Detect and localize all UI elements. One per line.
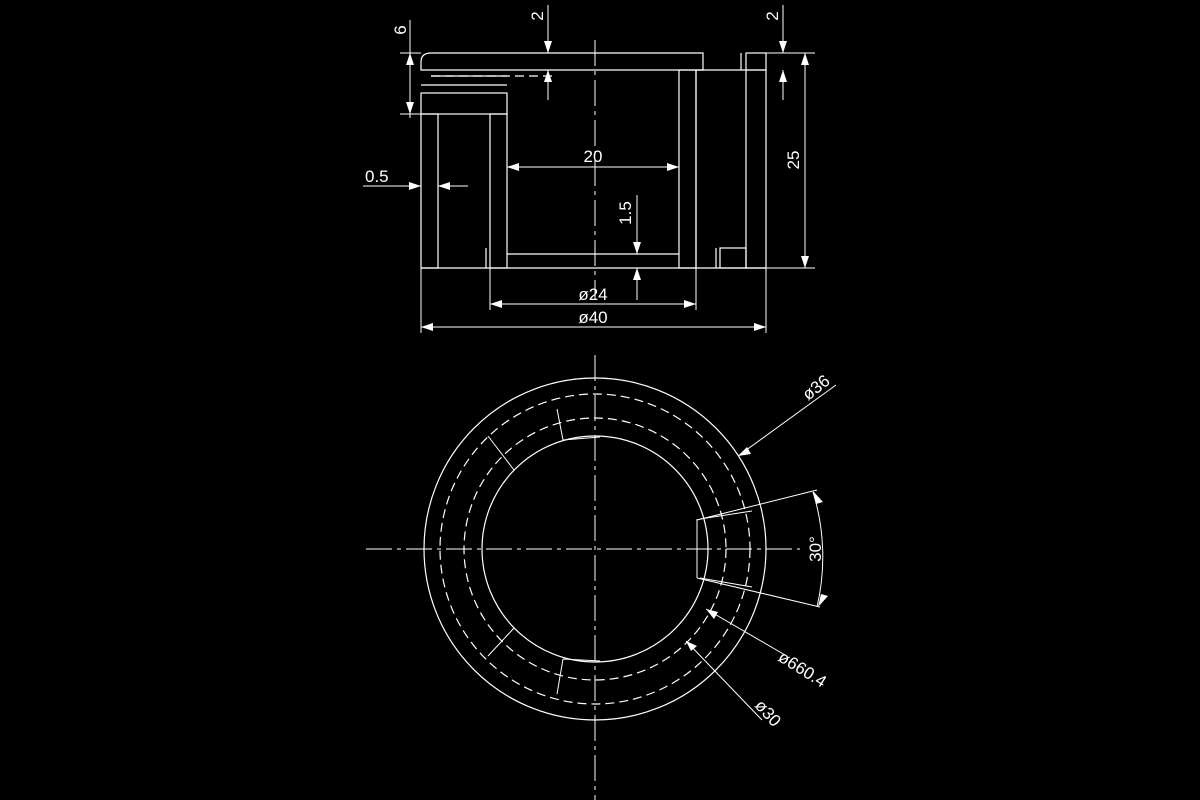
dim-height: 25 bbox=[766, 52, 815, 269]
dim-plan-outer: ø36 bbox=[737, 371, 837, 457]
dim-top-wall: 6 bbox=[391, 20, 421, 118]
dim-inner-diameter-text: ø24 bbox=[578, 285, 607, 304]
inner-circle bbox=[481, 435, 709, 663]
dim-cap-top: 2 bbox=[528, 5, 552, 100]
dim-inner-diameter: ø24 bbox=[489, 268, 697, 310]
dim-outer-diameter: ø40 bbox=[420, 268, 767, 333]
dim-angle-text: 30° bbox=[806, 536, 825, 562]
outer-circle bbox=[423, 377, 767, 721]
dim-bottom-wall: 1.5 bbox=[616, 195, 641, 300]
dim-top-wall-text: 6 bbox=[391, 25, 410, 34]
dim-gap-text: 0.5 bbox=[365, 167, 389, 186]
dim-plan-middle: ø660.4 bbox=[705, 608, 830, 691]
dim-plan-inner: ø30 bbox=[685, 640, 785, 730]
dim-cap-top-text: 2 bbox=[528, 11, 547, 20]
dim-plan-inner-text: ø30 bbox=[751, 696, 785, 730]
dim-outer-diameter-text: ø40 bbox=[578, 308, 607, 327]
dim-plan-outer-text: ø36 bbox=[799, 371, 834, 404]
dim-cap-top-right-text: 2 bbox=[763, 11, 782, 20]
dim-gap: 0.5 bbox=[363, 167, 468, 190]
dim-angle: 30° bbox=[696, 489, 828, 608]
dim-inner-width-text: 20 bbox=[584, 147, 603, 166]
hidden-circle-outer bbox=[439, 393, 751, 705]
dim-plan-middle-text: ø660.4 bbox=[775, 647, 830, 691]
hidden-circle-middle bbox=[463, 417, 727, 681]
plan-view: ø36 30° ø660.4 ø30 bbox=[366, 355, 837, 800]
section-view: 6 2 2 0.5 bbox=[363, 5, 815, 333]
dim-bottom-wall-text: 1.5 bbox=[616, 201, 635, 225]
dim-inner-width: 20 bbox=[507, 147, 679, 171]
section-outline bbox=[421, 40, 766, 300]
tab-slots bbox=[487, 408, 753, 695]
dim-cap-top-right: 2 bbox=[763, 5, 787, 100]
dim-height-text: 25 bbox=[784, 151, 803, 170]
